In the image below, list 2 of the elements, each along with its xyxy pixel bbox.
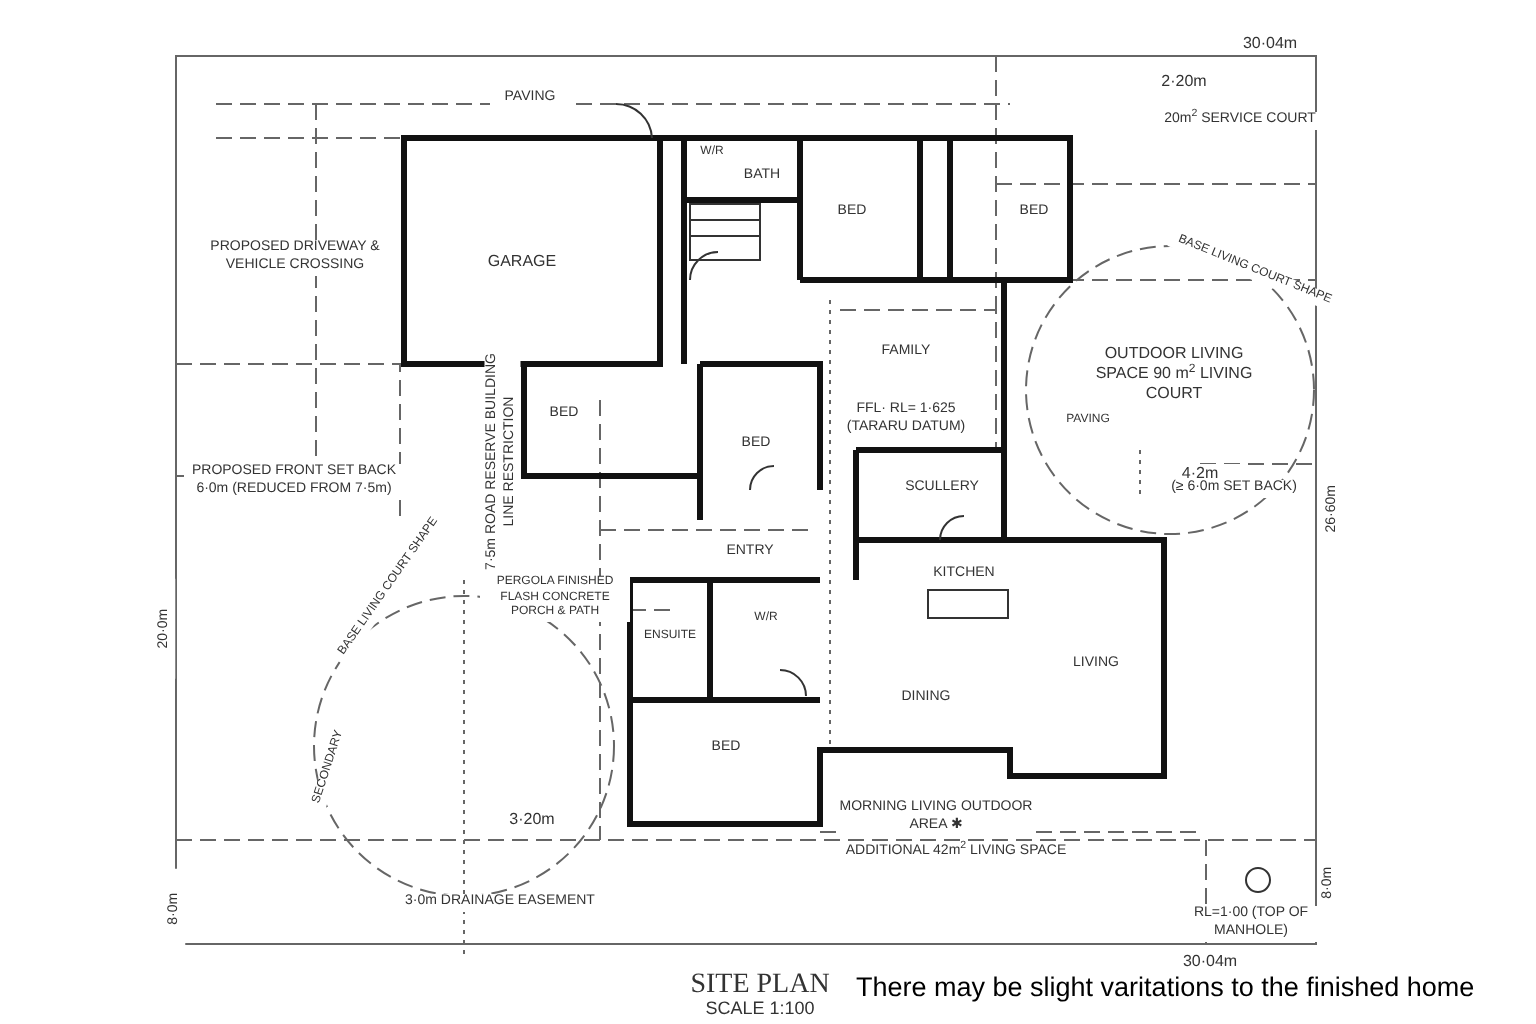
caption: There may be slight varitations to the finished home (856, 970, 1475, 1006)
plan-title: SITE PLAN (688, 972, 832, 1000)
